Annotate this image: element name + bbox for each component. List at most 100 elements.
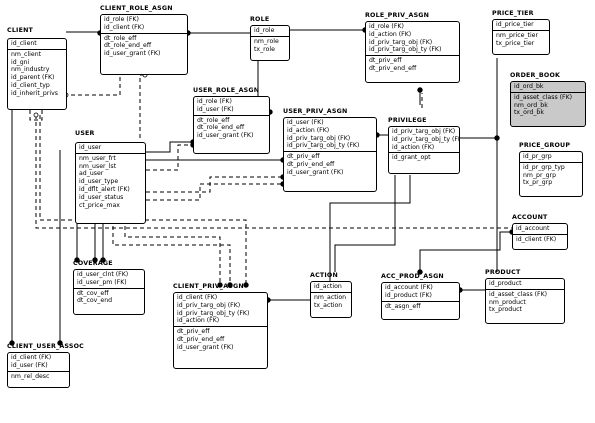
entity-title: ACTION — [310, 272, 338, 279]
attribute: id_pr_grp_typ — [523, 163, 565, 171]
attribute: dt_asgn_eff — [385, 302, 421, 310]
key-attribute: id_client (FK) — [177, 294, 218, 301]
rel-end-dot — [92, 257, 98, 263]
entity-box: id_client nm_client id_gni nm_industry i… — [7, 38, 67, 110]
entity-title: ORDER_BOOK — [510, 72, 561, 79]
key-section: id_account (FK) id_product (FK) — [382, 283, 459, 302]
entity-title: ACC_PROD_ASGN — [381, 273, 444, 280]
attribute: id_asset_class (FK) — [514, 93, 573, 101]
rel-end-dot — [243, 282, 249, 288]
attribute: id_user_status — [79, 193, 124, 201]
attribute-section: dt_cov_eff dt_cov_end — [74, 289, 144, 307]
entity-box: id_user (FK) id_action (FK) id_priv_targ… — [283, 117, 377, 192]
rel-account-to-acc-prod-asgn — [419, 231, 512, 272]
attribute: dt_cov_eff — [77, 289, 109, 297]
key-attribute: id_priv_targ_obj (FK) — [392, 128, 456, 135]
rel-client-to-client-priv-asgn — [39, 115, 247, 285]
attribute: dt_priv_eff — [287, 153, 320, 161]
entity-box: id_client (FK) id_user (FK) nm_rel_desc — [7, 352, 70, 388]
key-section: id_action — [311, 282, 351, 293]
attribute-section: nm_price_tier tx_price_tier — [493, 31, 549, 49]
key-attribute: id_role — [254, 27, 275, 34]
attribute: id_client (FK) — [516, 235, 557, 243]
key-attribute: id_user (FK) — [287, 119, 324, 126]
key-attribute: id_priv_targ_obj_ty (FK) — [177, 309, 250, 317]
key-attribute: id_ord_bk — [514, 83, 544, 90]
attribute: dt_priv_end_eff — [369, 64, 417, 72]
key-attribute: id_action (FK) — [392, 143, 435, 151]
attribute: id_user_grant (FK) — [197, 132, 254, 140]
key-section: id_pr_grp — [520, 152, 582, 163]
attribute-section: dt_priv_eff dt_priv_end_eff — [366, 56, 459, 74]
key-attribute: id_client (FK) — [104, 23, 145, 31]
key-section: id_user_clnt (FK) id_user_pm (FK) — [74, 270, 144, 289]
entity-title: USER — [75, 130, 95, 137]
entity-box: id_client (FK) id_priv_targ_obj (FK) id_… — [173, 292, 268, 369]
attribute: nm_user_frt — [79, 154, 116, 162]
entity-box: id_role (FK) id_user (FK) dt_role_eff dt… — [193, 96, 270, 154]
rel-end-dot — [74, 257, 80, 263]
rel-client-parent-recursive — [29, 110, 43, 121]
entity-box: id_role (FK) id_client (FK) dt_role_eff … — [100, 14, 188, 75]
key-section: id_client — [8, 39, 66, 50]
rel-user-to-client-priv-grant — [146, 183, 283, 201]
key-attribute: id_user (FK) — [11, 361, 48, 369]
key-attribute: id_account (FK) — [385, 284, 433, 291]
attribute-section: id_client (FK) — [513, 235, 567, 245]
key-section: id_user — [76, 143, 145, 154]
key-section: id_client (FK) id_user (FK) — [8, 353, 69, 372]
attribute-section: nm_rel_desc — [8, 372, 69, 382]
attribute: nm_product — [489, 298, 526, 306]
entity-title: CLIENT_PRIV_ASGN — [173, 283, 244, 290]
attribute: id_client_typ — [11, 81, 50, 89]
attribute: id_dflt_alert (FK) — [79, 185, 130, 193]
attribute: nm_rel_desc — [11, 372, 50, 380]
rel-end-dot — [417, 87, 423, 93]
key-attribute: id_user_pm (FK) — [77, 278, 127, 286]
key-attribute: id_action (FK) — [369, 30, 412, 38]
attribute: tx_action — [314, 301, 343, 309]
entity-title: CLIENT — [7, 27, 34, 34]
rel-user-grant-user-role — [146, 144, 193, 171]
attribute-section: nm_action tx_action — [311, 293, 351, 311]
key-section: id_role (FK) id_action (FK) id_priv_targ… — [366, 22, 459, 57]
attribute: tx_role — [254, 45, 275, 53]
rel-end-dot — [100, 257, 106, 263]
rel-privilege-right-vertical — [460, 137, 498, 272]
key-attribute: id_user_clnt (FK) — [77, 271, 129, 278]
entity-title: PRICE_TIER — [492, 10, 534, 17]
entity-box: id_action nm_action tx_action — [310, 281, 352, 318]
entity-title: PRICE_GROUP — [519, 142, 571, 149]
attribute: dt_priv_eff — [369, 57, 402, 65]
key-attribute: id_action — [314, 283, 342, 290]
entity-title: ROLE_PRIV_ASGN — [365, 12, 430, 19]
entity-box: id_product id_asset_class (FK) nm_produc… — [485, 278, 565, 324]
attribute: id_gni — [11, 58, 30, 66]
attribute: nm_ord_bk — [514, 101, 548, 109]
attribute: id_user_grant (FK) — [104, 50, 161, 58]
attribute: nm_action — [314, 293, 347, 301]
key-attribute: id_action (FK) — [177, 317, 220, 325]
attribute-section: dt_priv_eff dt_priv_end_eff id_user_gran… — [174, 327, 267, 352]
attribute: nm_role — [254, 37, 279, 45]
attribute: dt_role_eff — [197, 116, 230, 124]
attribute-section: id_grant_opt — [389, 153, 459, 163]
entity-box: id_price_tier nm_price_tier tx_price_tie… — [492, 19, 550, 55]
rel-user-to-client-priv-asgn-2 — [112, 212, 231, 285]
rel-client-role-to-client — [66, 70, 121, 96]
rel-user-to-client-role-asgn-grant — [139, 74, 145, 138]
entity-box: id_ord_bk id_asset_class (FK) nm_ord_bk … — [510, 81, 586, 127]
attribute-section: nm_client id_gni nm_industry id_parent (… — [8, 50, 66, 99]
attribute: tx_ord_bk — [514, 109, 544, 117]
attribute: id_user_grant (FK) — [177, 343, 234, 351]
key-section: id_user (FK) id_action (FK) id_priv_targ… — [284, 118, 376, 153]
entity-box: id_pr_grp id_pr_grp_typ nm_pr_grp tx_pr_… — [519, 151, 583, 197]
entity-title: ROLE — [250, 16, 270, 23]
key-section: id_price_tier — [493, 20, 549, 31]
entity-box: id_user_clnt (FK) id_user_pm (FK) dt_cov… — [73, 269, 145, 315]
attribute: nm_price_tier — [496, 31, 539, 39]
attribute-section: id_pr_grp_typ nm_pr_grp tx_pr_grp — [520, 163, 582, 188]
key-attribute: id_action (FK) — [287, 126, 330, 134]
entity-box: id_user nm_user_frt nm_user_lst ad_user … — [75, 142, 146, 224]
